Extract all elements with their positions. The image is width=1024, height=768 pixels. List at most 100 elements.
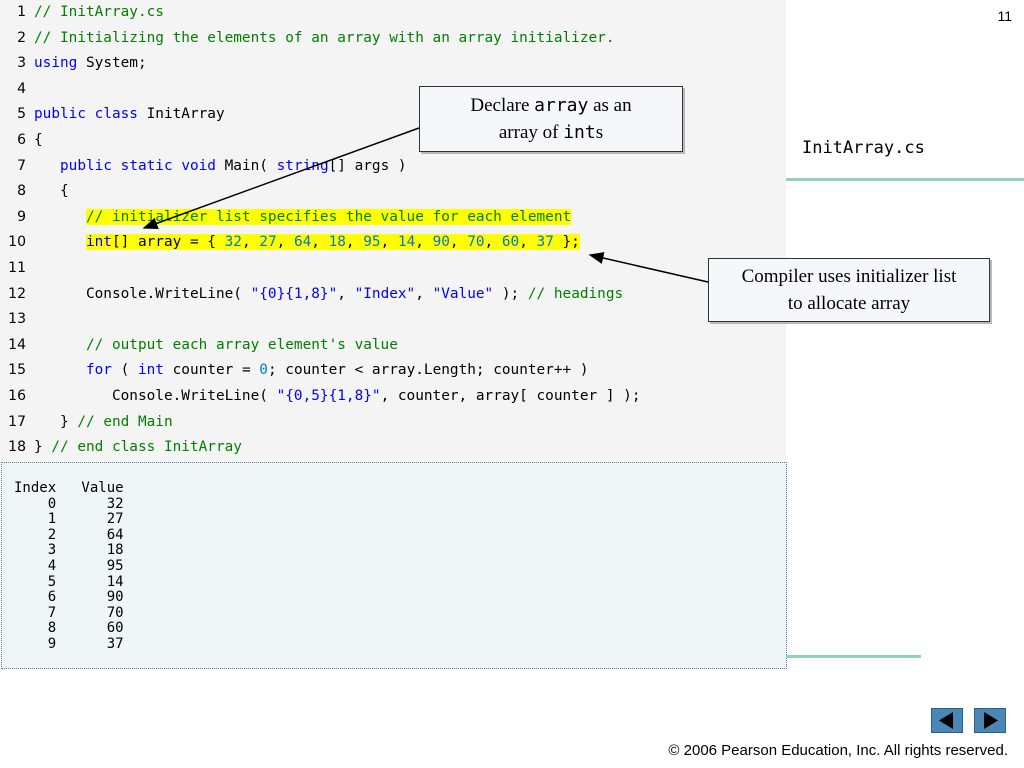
code-line: 13 <box>0 307 786 333</box>
output-line: 2 64 <box>14 526 124 543</box>
code-token: ; counter < array.Length; counter++ ) <box>267 362 589 379</box>
code-line: 11 <box>0 256 786 282</box>
callout-declare-code-int: int <box>563 122 596 143</box>
code-token: Console.WriteLine( <box>34 388 277 404</box>
triangle-left-icon <box>939 712 953 729</box>
code-text: Console.WriteLine( "{0}{1,8}", "Index", … <box>34 282 623 308</box>
code-text: } // end Main <box>34 410 173 436</box>
code-token: "Index" <box>354 285 416 302</box>
code-token: string <box>276 157 329 174</box>
code-line: 1// InitArray.cs <box>0 0 786 26</box>
code-token: System; <box>77 55 147 72</box>
code-line: 4 <box>0 77 786 103</box>
callout-declare-code-array: array <box>534 95 589 116</box>
code-line: 9 // initializer list specifies the valu… <box>0 205 786 231</box>
code-text: public static void Main( string[] args ) <box>34 154 407 180</box>
code-token <box>86 106 95 122</box>
code-text: public class InitArray <box>34 102 225 128</box>
line-number: 7 <box>17 157 26 174</box>
previous-slide-button[interactable] <box>931 708 963 733</box>
code-token: public <box>60 157 112 174</box>
code-text: { <box>34 128 43 154</box>
line-number: 8 <box>17 183 26 200</box>
code-line: 15 for ( int counter = 0; counter < arra… <box>0 358 786 384</box>
code-token <box>34 234 86 250</box>
callout-declare-text-pre: Declare <box>470 95 535 116</box>
code-token: // headings <box>527 285 624 302</box>
code-token: , <box>276 234 294 251</box>
code-line: 10 int[] array = { 32, 27, 64, 18, 95, 1… <box>0 230 786 256</box>
output-line: 8 60 <box>14 620 124 637</box>
code-listing: 1// InitArray.cs 2 // Initializing the ele… <box>0 0 786 462</box>
code-token: , counter, array[ counter ] ); <box>380 388 641 404</box>
line-number: 2 <box>17 29 26 46</box>
code-token: [] array = { <box>111 234 225 251</box>
code-token: , <box>415 234 433 251</box>
code-text: Console.WriteLine( "{0,5}{1,8}", counter… <box>34 384 641 410</box>
line-number: 10 <box>8 234 26 251</box>
code-token: // Initializing the elements of an array… <box>34 29 615 46</box>
code-token: } <box>34 413 78 430</box>
code-token: // end Main <box>77 413 173 430</box>
code-text: { <box>34 179 69 205</box>
code-token: 70 <box>467 234 485 251</box>
output-line: 9 37 <box>14 636 124 652</box>
code-text: // output each array element's value <box>34 333 398 359</box>
code-token: , <box>337 285 355 302</box>
code-line: 7 public static void Main( string[] args… <box>0 154 786 180</box>
callout-declare-text-post: s <box>595 122 604 143</box>
line-number: 17 <box>8 413 26 430</box>
line-number: 9 <box>17 208 26 225</box>
code-token <box>34 209 86 225</box>
code-line: 17 } // end Main <box>0 410 786 436</box>
divider-rule-bottom <box>786 655 921 658</box>
code-token: public <box>34 106 86 123</box>
code-line: 2 // Initializing the elements of an arra… <box>0 26 786 52</box>
code-token: class <box>94 106 138 123</box>
code-token <box>173 158 182 174</box>
code-text: // initializer list specifies the value … <box>34 205 572 231</box>
code-line: 14 // output each array element's value <box>0 333 786 359</box>
copyright-footer: © 2006 Pearson Education, Inc. All right… <box>668 742 1008 759</box>
code-token: 37 <box>536 234 554 251</box>
code-token <box>112 158 121 174</box>
code-token <box>34 362 86 378</box>
code-token: { <box>34 132 43 148</box>
line-number: 18 <box>8 439 26 456</box>
triangle-right-icon <box>984 712 998 729</box>
code-token: 64 <box>293 234 312 251</box>
code-token: int <box>85 234 112 251</box>
code-token: // end class InitArray <box>51 439 242 456</box>
code-token <box>34 158 60 174</box>
output-line: 5 14 <box>14 573 124 590</box>
code-line: 18} // end class InitArray <box>0 435 786 461</box>
code-line: 8 { <box>0 179 786 205</box>
code-token: "Value" <box>432 285 494 302</box>
code-token: // initializer list specifies the value … <box>85 208 572 225</box>
next-slide-button[interactable] <box>974 708 1006 733</box>
file-label: InitArray.cs <box>802 138 925 158</box>
code-token: // InitArray.cs <box>34 4 164 20</box>
code-token: 18 <box>328 234 346 251</box>
line-number: 6 <box>17 132 26 148</box>
code-token <box>34 337 86 353</box>
callout-compiler-line1: Compiler uses initializer list <box>741 266 957 287</box>
line-number: 13 <box>8 311 26 328</box>
page-number: 11 <box>997 8 1012 24</box>
output-line: 1 27 <box>14 511 124 528</box>
line-number: 11 <box>8 260 26 276</box>
output-line: 0 32 <box>14 495 124 512</box>
code-token: , <box>519 234 537 251</box>
code-token: { <box>34 183 69 200</box>
code-token: "{0,5}{1,8}" <box>276 388 381 404</box>
code-token: , <box>380 234 398 251</box>
code-token: // output each array element's value <box>85 336 398 353</box>
code-token: counter = <box>163 362 260 379</box>
code-token: , <box>311 234 329 251</box>
code-token: , <box>241 234 260 251</box>
code-token: void <box>181 157 216 174</box>
code-text: // Initializing the elements of an array… <box>34 26 614 52</box>
callout-compiler-line2: to allocate array <box>787 293 911 314</box>
